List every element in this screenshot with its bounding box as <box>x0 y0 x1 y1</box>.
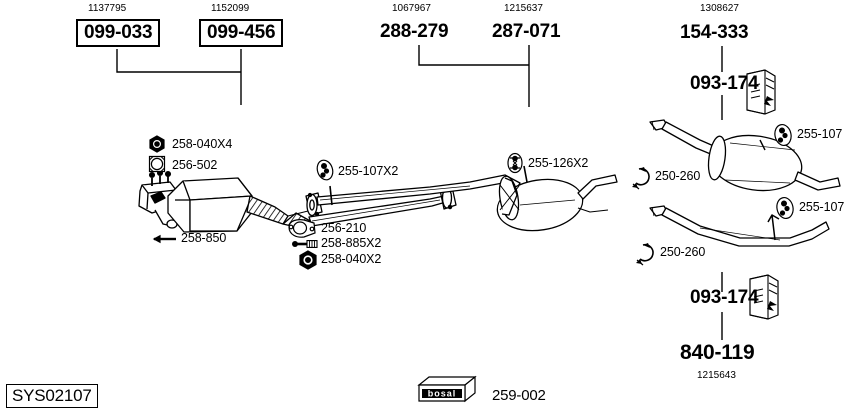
hex-nut-icon <box>299 250 317 270</box>
part-code-099-456[interactable]: 099-456 <box>199 19 284 47</box>
oval-gasket-icon <box>288 219 316 238</box>
system-code-badge: SYS02107 <box>6 384 98 408</box>
clamp-icon <box>636 243 654 266</box>
accessory-label-256-210: 256-210 <box>321 221 367 235</box>
oem-number-4: 1215637 <box>504 3 543 14</box>
bolt-icon <box>292 240 318 248</box>
accessory-label-255-107X2: 255-107X2 <box>338 164 399 178</box>
part-code-154-333[interactable]: 154-333 <box>680 22 749 43</box>
accessory-label-255-107-lower: 255-107 <box>799 200 845 214</box>
accessory-label-258-850: 258-850 <box>181 231 227 245</box>
accessory-label-258-885X2: 258-885X2 <box>321 236 382 250</box>
accessory-label-258-040X4: 258-040X4 <box>172 137 233 151</box>
bosal-box-icon: bosal <box>417 375 477 403</box>
svg-text:bosal: bosal <box>428 389 457 399</box>
part-code-099-033[interactable]: 099-033 <box>76 19 161 47</box>
rubber-hanger-icon <box>507 152 523 174</box>
arrow-marker-icon <box>152 234 176 244</box>
clamp-icon <box>632 167 650 190</box>
leader-288-279 <box>418 45 529 66</box>
accessory-label-255-107-upper: 255-107 <box>797 127 843 141</box>
oem-number-2: 1152099 <box>211 3 250 14</box>
rear-silencer-part <box>649 119 841 192</box>
accessory-label-250-260-upper: 250-260 <box>655 169 701 183</box>
oem-number-1: 1137795 <box>88 3 127 14</box>
rubber-mount-icon <box>749 274 779 320</box>
accessory-label-250-260-lower: 250-260 <box>660 245 706 259</box>
leader-099-033 <box>116 49 241 73</box>
rubber-hanger-icon <box>774 123 792 147</box>
oem-number-5: 1308627 <box>700 3 739 14</box>
accessory-label-256-502: 256-502 <box>172 158 218 172</box>
oem-number-3: 1067967 <box>392 3 431 14</box>
hex-nut-icon <box>149 135 165 153</box>
part-code-093-174-upper[interactable]: 093-174 <box>690 73 759 94</box>
part-code-093-174-lower[interactable]: 093-174 <box>690 287 759 308</box>
accessory-label-255-126X2: 255-126X2 <box>528 156 589 170</box>
brand-part-number: 259-002 <box>492 387 546 404</box>
rubber-hanger-icon <box>776 196 794 220</box>
part-code-840-119[interactable]: 840-119 <box>680 341 755 364</box>
part-code-288-279[interactable]: 288-279 <box>380 21 449 42</box>
oem-number-1215643: 1215643 <box>697 370 736 381</box>
accessory-label-258-040X2: 258-040X2 <box>321 252 382 266</box>
rubber-hanger-icon <box>316 159 334 181</box>
part-code-287-071[interactable]: 287-071 <box>492 21 561 42</box>
tail-pipe-part <box>649 205 830 247</box>
rubber-mount-icon <box>746 69 776 115</box>
square-gasket-icon <box>148 155 166 173</box>
centre-silencer-part <box>496 165 618 232</box>
